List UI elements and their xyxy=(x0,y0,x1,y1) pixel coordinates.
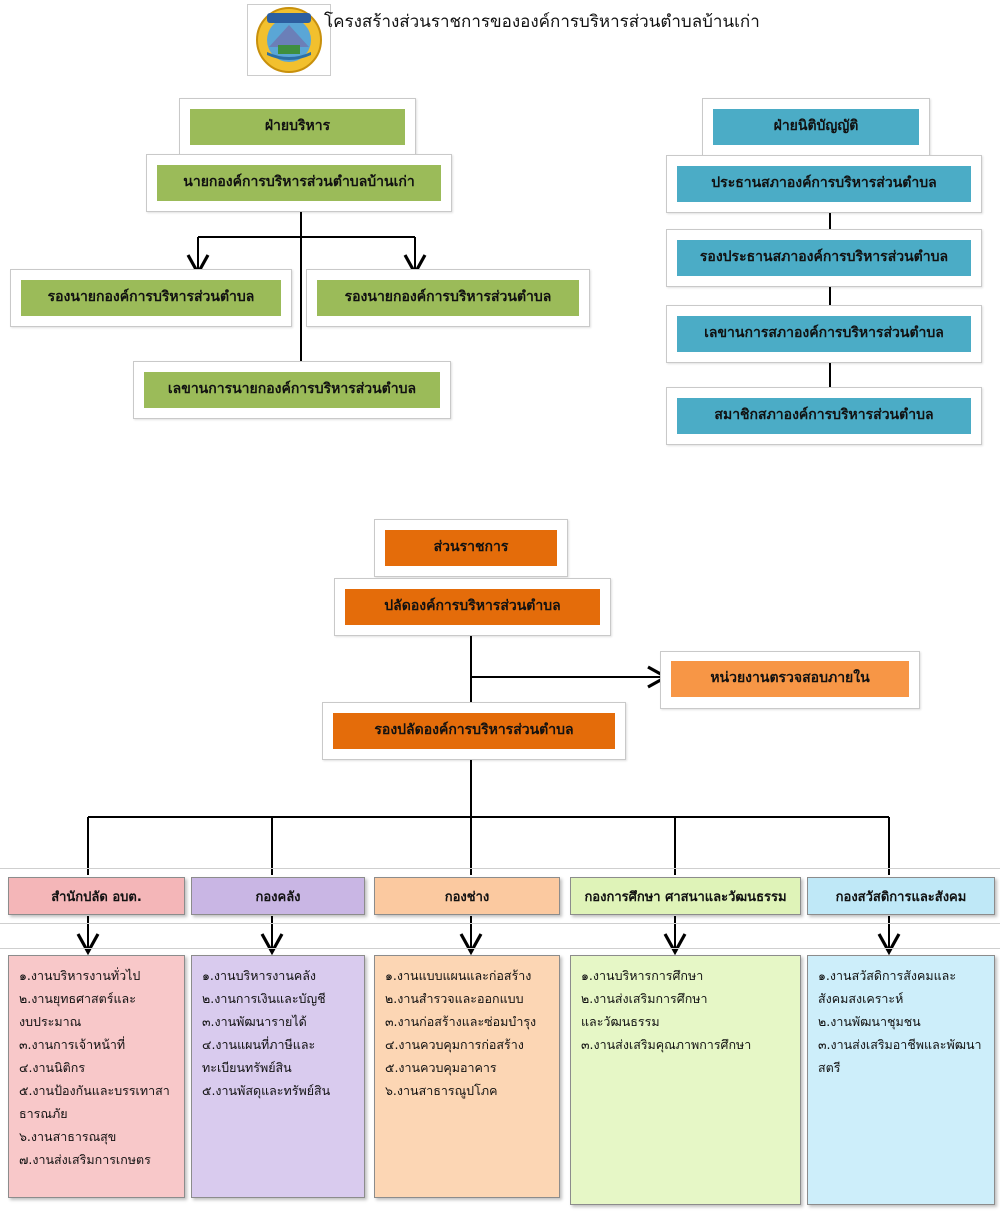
task-item: ๑.งานแบบแผนและก่อสร้าง xyxy=(385,968,532,983)
executive-secretary: เลขานการนายกองค์การบริหารส่วนตำบล xyxy=(144,372,440,408)
legislative-header: ฝ่ายนิติบัญญัติ xyxy=(713,109,919,145)
legislative-vice-president: รองประธานสภาองค์การบริหารส่วนตำบล xyxy=(677,240,971,276)
task-item: ๕.งานพัสดุและทรัพย์สิน xyxy=(202,1083,331,1098)
task-item: ๒.งานสำรวจและออกแบบ xyxy=(385,991,524,1006)
task-item: ๔.งานแผนที่ภาษีและ xyxy=(202,1037,316,1052)
task-item: ๑.งานบริหารงานทั่วไป xyxy=(19,968,141,983)
task-item: ๓.งานส่งเสริมคุณภาพการศึกษา xyxy=(581,1037,752,1052)
chart-title: โครงสร้างส่วนราชการขององค์การบริหารส่วนต… xyxy=(324,12,760,32)
task-item: ๗.งานส่งเสริมการเกษตร xyxy=(19,1152,151,1167)
department-box-engineering: กองช่าง xyxy=(374,877,560,915)
task-item: ๕.งานป้องกันและบรรเทาสา xyxy=(19,1083,170,1098)
task-item: ๓.งานพัฒนารายได้ xyxy=(202,1014,307,1029)
task-list-welfare: ๑.งานสวัสดิการสังคมและ สังคมสงเคราะห์ ๒.… xyxy=(807,955,995,1205)
task-item: ๑.งานบริหารการศึกษา xyxy=(581,968,704,983)
legislative-president: ประธานสภาองค์การบริหารส่วนตำบล xyxy=(677,166,971,202)
department-box-office: สำนักปลัด อบต. xyxy=(8,877,185,915)
government-header: ส่วนราชการ xyxy=(385,530,557,566)
task-item: และวัฒนธรรม xyxy=(581,1014,660,1029)
legislative-secretary: เลขานการสภาองค์การบริหารส่วนตำบล xyxy=(677,316,971,352)
task-item: ๖.งานสาธารณูปโภค xyxy=(385,1083,498,1098)
department-box-welfare: กองสวัสดิการและสังคม xyxy=(807,877,995,915)
department-box-education: กองการศึกษา ศาสนาและวัฒนธรรม xyxy=(570,877,801,915)
department-box-finance: กองคลัง xyxy=(191,877,365,915)
task-item: งบประมาณ xyxy=(19,1014,82,1029)
task-item: สังคมสงเคราะห์ xyxy=(818,991,904,1006)
deputy-left: รองนายกองค์การบริหารส่วนตำบล xyxy=(21,280,281,316)
task-item: ๒.งานส่งเสริมการศึกษา xyxy=(581,991,708,1006)
task-list-office: ๑.งานบริหารงานทั่วไป ๒.งานยุทธศาสตร์และ … xyxy=(8,955,185,1198)
task-item: ทะเบียนทรัพย์สิน xyxy=(202,1060,292,1075)
task-item: ๔.งานนิติกร xyxy=(19,1060,86,1075)
task-list-engineering: ๑.งานแบบแผนและก่อสร้าง ๒.งานสำรวจและออกแ… xyxy=(374,955,560,1198)
government-deputy: รองปลัดองค์การบริหารส่วนตำบล xyxy=(333,713,615,749)
task-item: ๒.งานการเงินและบัญชี xyxy=(202,991,326,1006)
task-item: ๓.งานส่งเสริมอาชีพและพัฒนา xyxy=(818,1037,982,1052)
task-item: สตรี xyxy=(818,1060,841,1075)
task-item: ๒.งานยุทธศาสตร์และ xyxy=(19,991,136,1006)
government-chief: ปลัดองค์การบริหารส่วนตำบล xyxy=(345,589,600,625)
task-item: ๓.งานก่อสร้างและซ่อมบำรุง xyxy=(385,1014,537,1029)
task-list-education: ๑.งานบริหารการศึกษา ๒.งานส่งเสริมการศึกษ… xyxy=(570,955,801,1205)
task-item: ๑.งานบริหารงานคลัง xyxy=(202,968,316,983)
task-item: ๖.งานสาธารณสุข xyxy=(19,1129,117,1144)
task-item: ๔.งานควบคุมการก่อสร้าง xyxy=(385,1037,524,1052)
internal-audit-unit: หน่วยงานตรวจสอบภายใน xyxy=(671,661,909,697)
legislative-members: สมาชิกสภาองค์การบริหารส่วนตำบล xyxy=(677,398,971,434)
task-item: ๕.งานควบคุมอาคาร xyxy=(385,1060,497,1075)
organization-logo xyxy=(247,4,331,76)
task-item: ๑.งานสวัสดิการสังคมและ xyxy=(818,968,957,983)
task-item: ๓.งานการเจ้าหน้าที่ xyxy=(19,1037,126,1052)
task-list-finance: ๑.งานบริหารงานคลัง ๒.งานการเงินและบัญชี … xyxy=(191,955,365,1198)
divider-line xyxy=(0,923,1000,924)
divider-line xyxy=(0,948,1000,949)
divider-line xyxy=(0,868,1000,869)
task-item: ๒.งานพัฒนาชุมชน xyxy=(818,1014,921,1029)
task-item: ธารณภัย xyxy=(19,1106,68,1121)
deputy-right: รองนายกองค์การบริหารส่วนตำบล xyxy=(317,280,579,316)
executive-header: ฝ่ายบริหาร xyxy=(190,109,405,145)
executive-chief: นายกองค์การบริหารส่วนตำบลบ้านเก่า xyxy=(157,165,441,201)
